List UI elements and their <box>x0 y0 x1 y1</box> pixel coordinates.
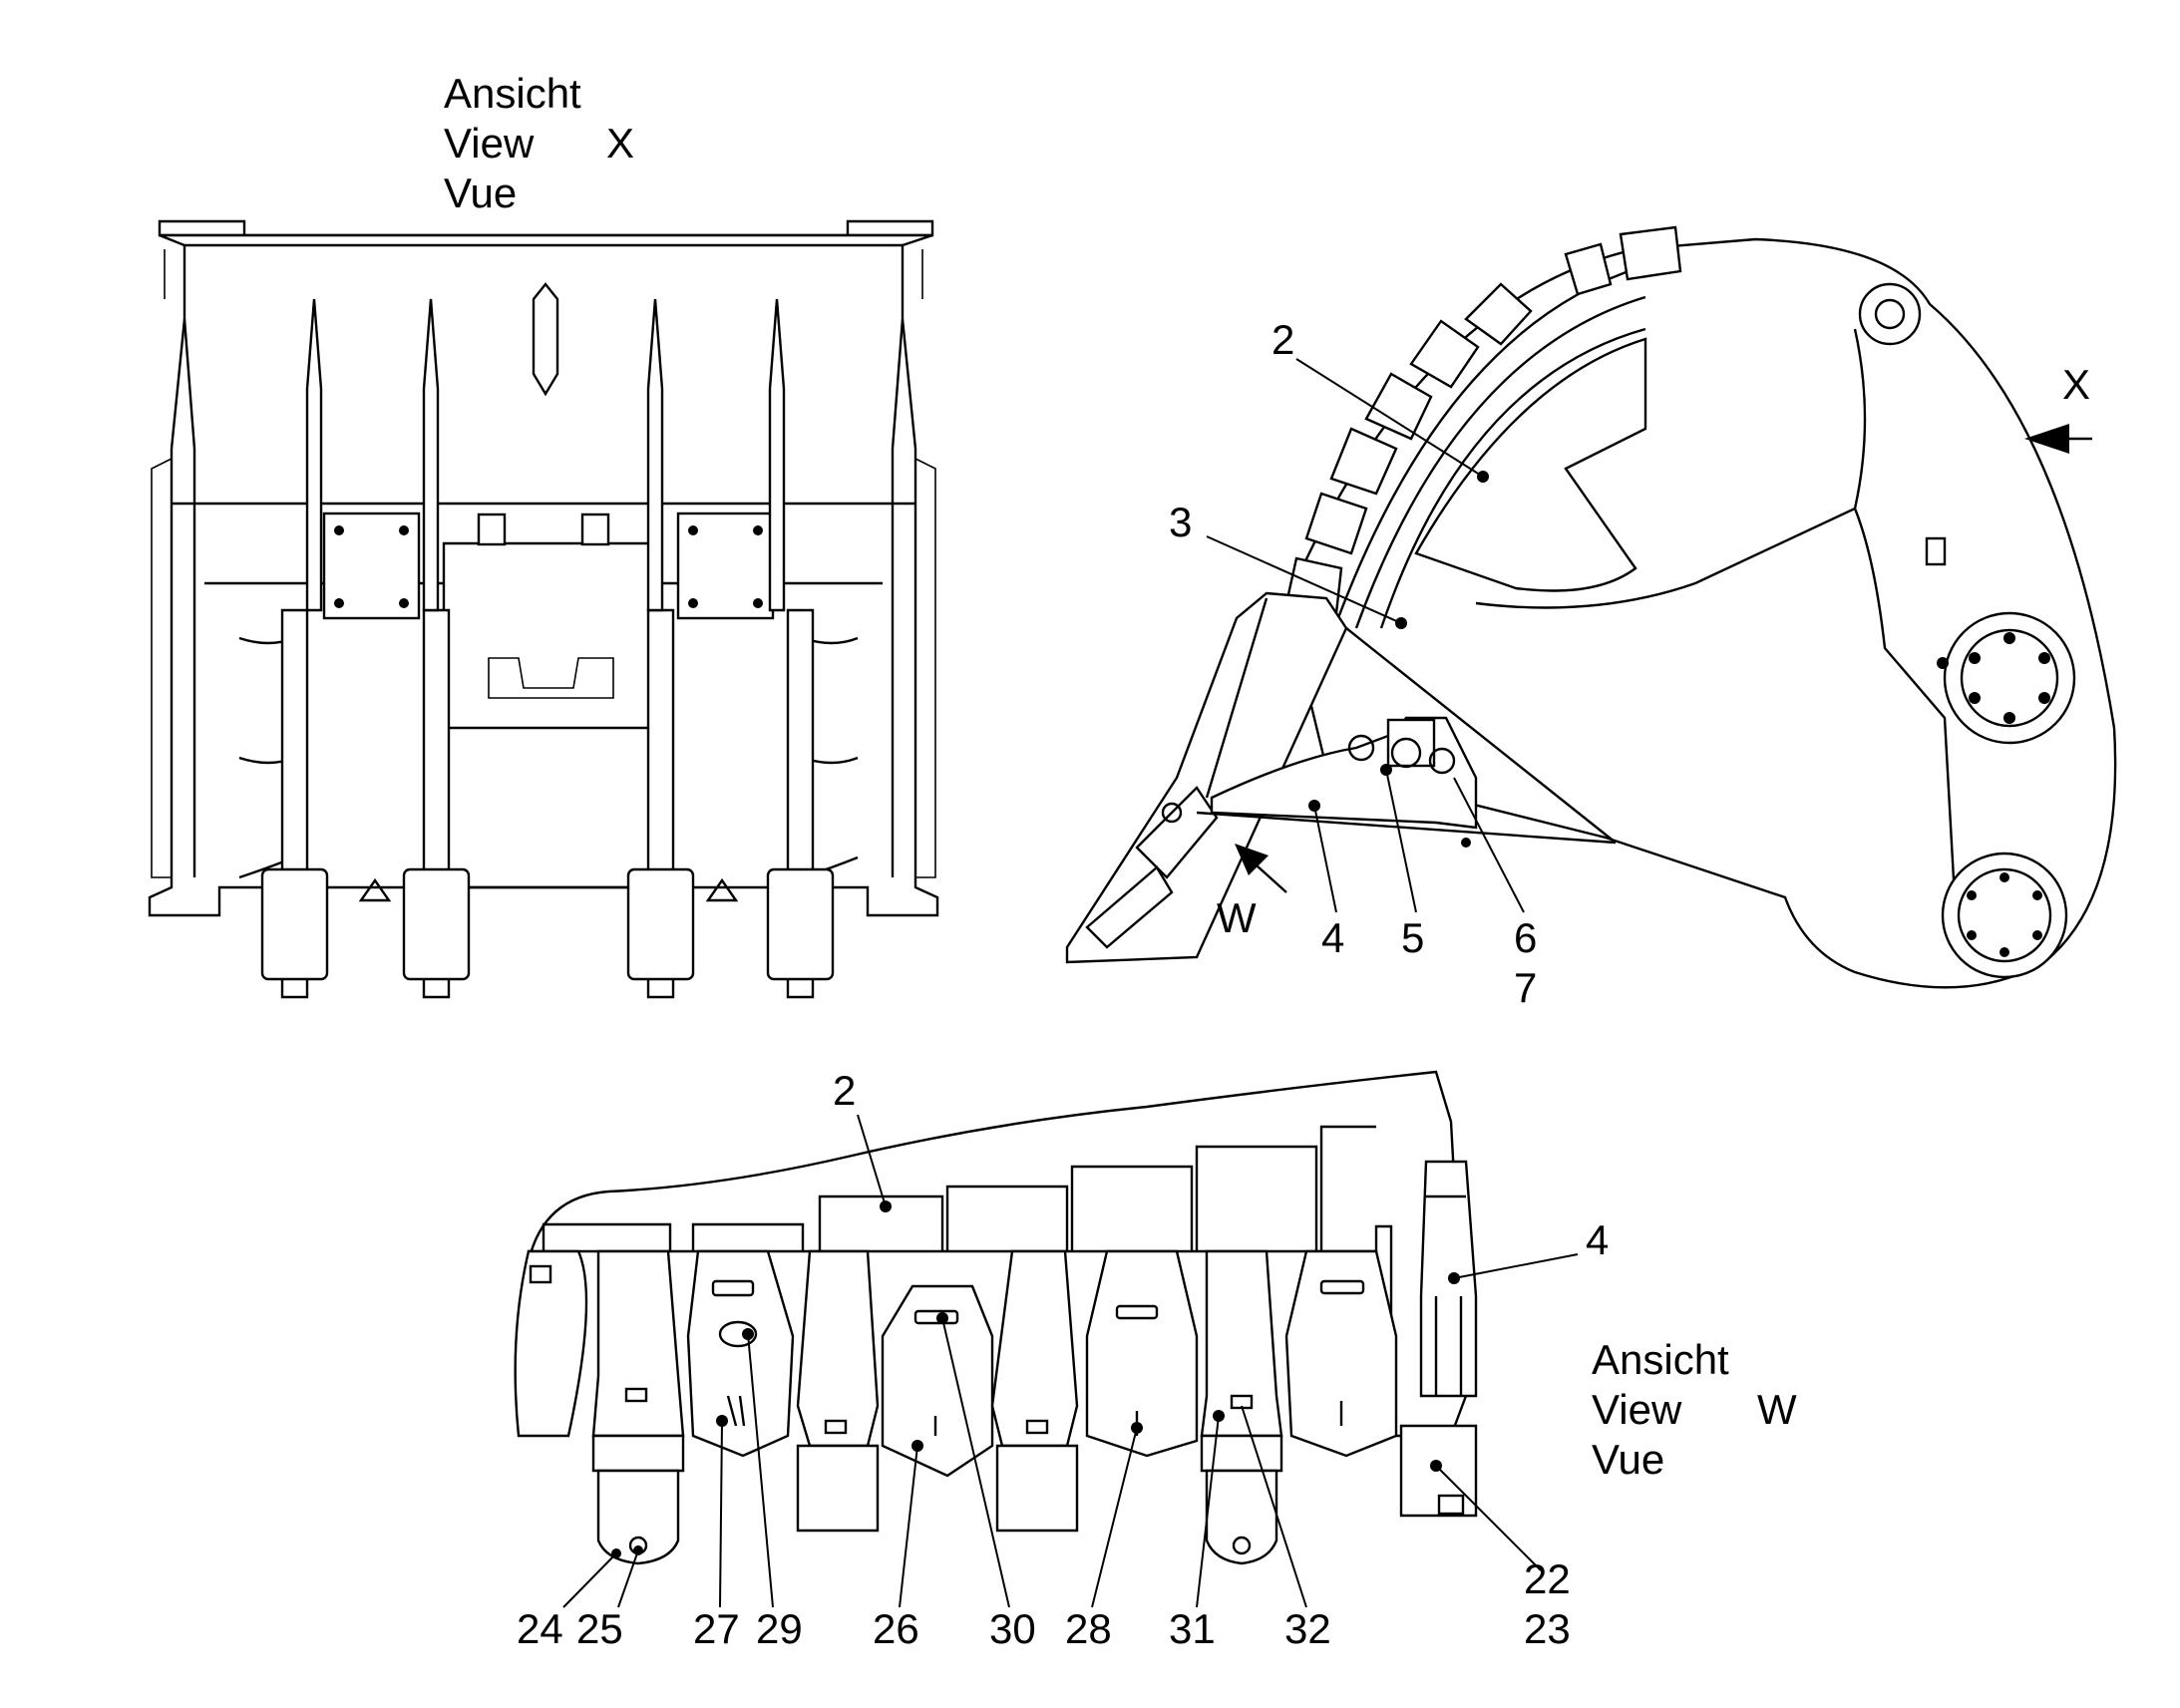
caption-letter-x: X <box>606 120 634 167</box>
callout-2: 2 <box>833 1067 856 1114</box>
view-x-caption: Ansicht View X Vue <box>444 70 634 216</box>
caption-vue: Vue <box>444 170 517 216</box>
callout-6: 6 <box>1514 914 1537 961</box>
callout-28: 28 <box>1065 1605 1112 1652</box>
arrow-x: X <box>2024 361 2092 454</box>
callout-3: 3 <box>1169 499 1192 545</box>
callout-25: 25 <box>576 1605 623 1652</box>
callout-5: 5 <box>1401 914 1424 961</box>
caption-letter-w: W <box>1757 1386 1797 1433</box>
callout-4: 4 <box>1321 914 1344 961</box>
arrow-w-label: W <box>1217 894 1257 941</box>
side-view-callouts: 2 3 4 5 6 7 <box>1169 316 1537 1011</box>
caption-view: View <box>444 120 535 167</box>
callout-22: 22 <box>1524 1555 1571 1602</box>
callout-24: 24 <box>517 1605 563 1652</box>
callout-30: 30 <box>989 1605 1036 1652</box>
arrow-x-label: X <box>2062 361 2090 408</box>
bottom-view-teeth <box>514 1070 1478 1565</box>
caption-ansicht: Ansicht <box>1592 1336 1729 1383</box>
callout-31: 31 <box>1169 1605 1216 1652</box>
bottom-view-callouts: 2 4 22 23 24 25 27 29 26 30 28 31 <box>517 1067 1609 1652</box>
callout-27: 27 <box>693 1605 740 1652</box>
caption-vue: Vue <box>1592 1436 1664 1483</box>
caption-view: View <box>1592 1386 1682 1433</box>
callout-2: 2 <box>1272 316 1294 363</box>
callout-23: 23 <box>1524 1605 1571 1652</box>
caption-ansicht: Ansicht <box>444 70 581 117</box>
callout-29: 29 <box>756 1605 803 1652</box>
arrow-w: W <box>1217 844 1287 941</box>
front-view-bucket <box>148 219 939 999</box>
view-arrows: X W <box>1217 361 2092 941</box>
callout-26: 26 <box>873 1605 919 1652</box>
callout-32: 32 <box>1284 1605 1331 1652</box>
view-w-caption: Ansicht View W Vue <box>1592 1336 1797 1483</box>
callout-7: 7 <box>1514 964 1537 1011</box>
side-view-bucket <box>1065 225 2117 989</box>
callout-4: 4 <box>1586 1216 1609 1263</box>
